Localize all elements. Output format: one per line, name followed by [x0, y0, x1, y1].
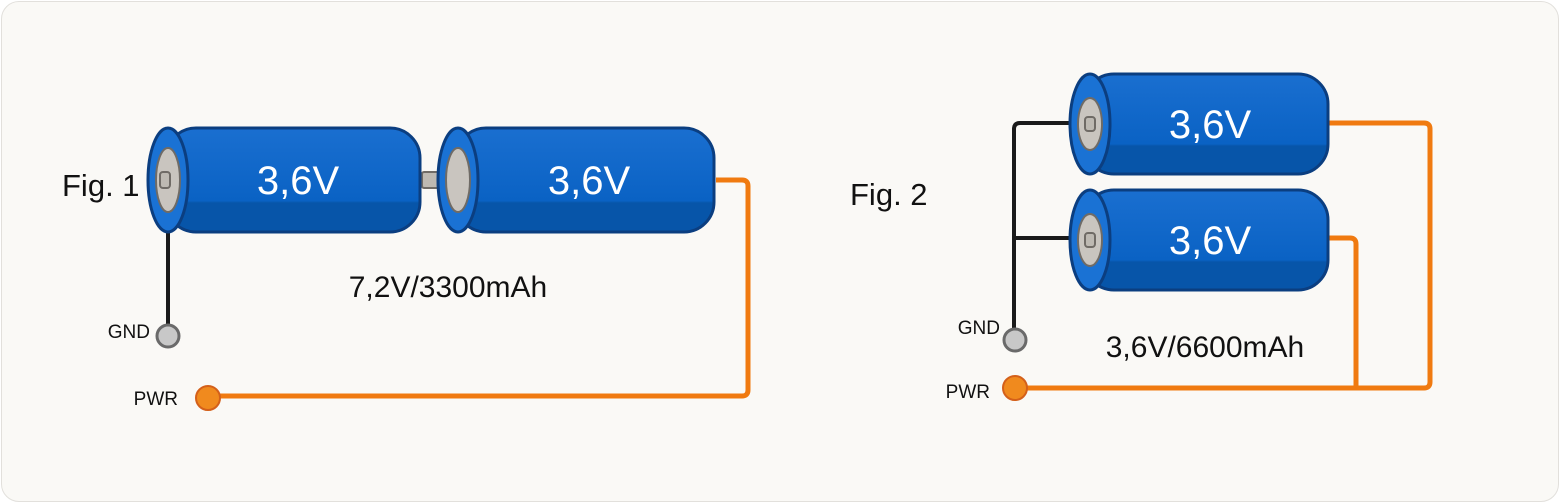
- pack-spec-label: 7,2V/3300mAh: [349, 271, 547, 304]
- pwr-bus-wire: [1016, 120, 1433, 391]
- cell-voltage-label: 3,6V: [548, 159, 631, 203]
- battery-cell: 3,6V: [1068, 72, 1330, 176]
- pwr-label: PWR: [946, 382, 990, 403]
- figure-2: Fig. 2 3,6V 3,6V 3,6V/6600mAh GND PWR: [850, 72, 1433, 403]
- gnd-label: GND: [958, 318, 1000, 339]
- gnd-label: GND: [108, 322, 150, 343]
- cap-icon: [445, 147, 471, 213]
- cell-voltage-label: 3,6V: [1169, 103, 1252, 147]
- pwr-terminal-icon: [1002, 375, 1028, 401]
- pwr-branch-wire: [1328, 235, 1359, 388]
- pwr-label: PWR: [134, 389, 178, 410]
- gnd-terminal-icon: [155, 323, 181, 349]
- figure-2-title: Fig. 2: [850, 177, 928, 212]
- figure-1: Fig. 1 3,6V 3,6V 7,2V/3300mAh GND PWR: [62, 126, 751, 411]
- pwr-terminal-icon: [195, 385, 221, 411]
- gnd-terminal-icon: [1002, 327, 1028, 353]
- terminal-nub: [159, 171, 171, 189]
- gnd-bus-wire: [1012, 121, 1088, 336]
- battery-cell: 3,6V: [1068, 188, 1330, 292]
- cell-voltage-label: 3,6V: [257, 159, 340, 203]
- terminal-nub: [1084, 232, 1096, 248]
- figure-1-title: Fig. 1: [62, 168, 140, 203]
- battery-cell: 3,6V: [436, 126, 716, 234]
- terminal-nub: [1084, 116, 1096, 132]
- pack-spec-label: 3,6V/6600mAh: [1106, 331, 1304, 364]
- battery-cell: 3,6V: [146, 126, 422, 234]
- pwr-wire: [210, 177, 751, 399]
- cell-voltage-label: 3,6V: [1169, 219, 1252, 263]
